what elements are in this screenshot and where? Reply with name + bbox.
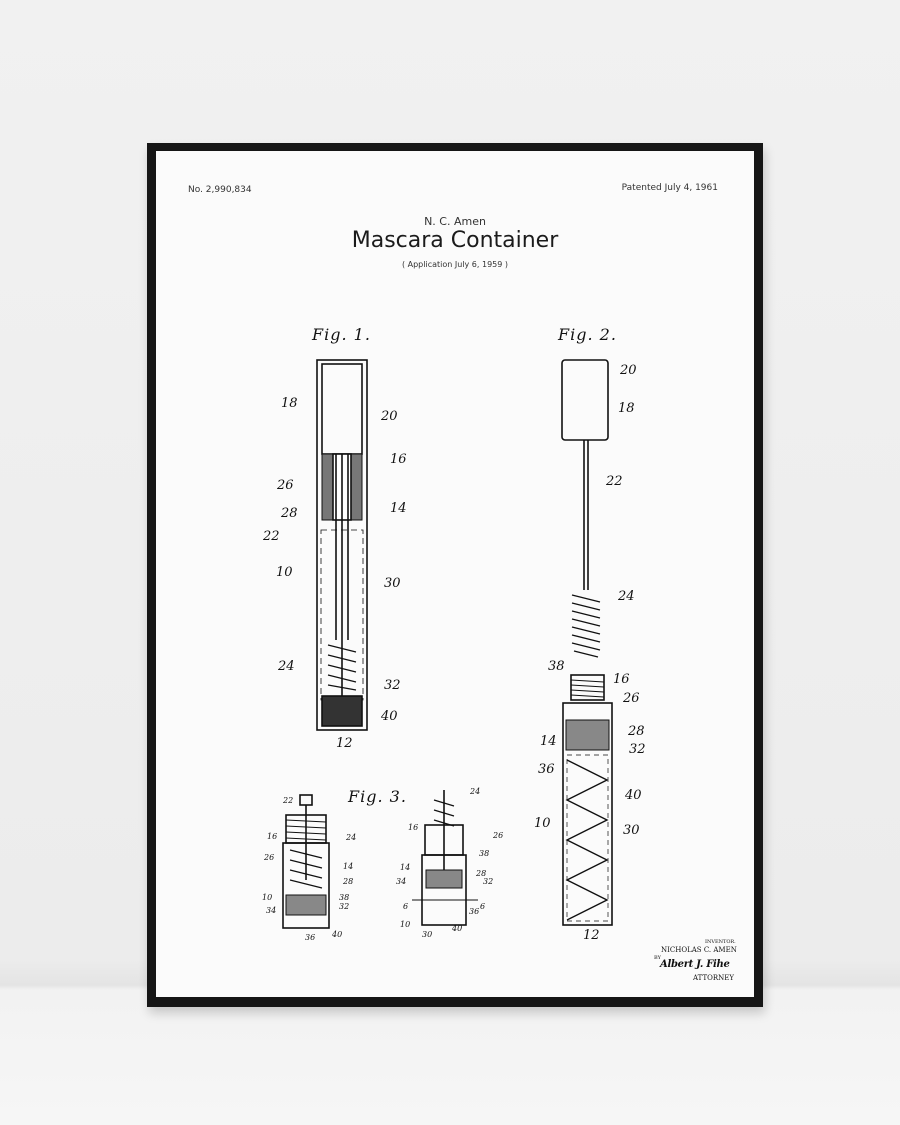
ref-label: 38 <box>479 849 490 858</box>
fig2-title: Fig. 2. <box>558 325 617 344</box>
poster-title: Mascara Container <box>351 228 559 253</box>
ref-label: 38 <box>339 893 350 902</box>
patent-number: No. 2,990,834 <box>188 185 252 195</box>
application-date: ( Application July 6, 1959 ) <box>401 260 509 269</box>
ref-label: 32 <box>483 877 494 886</box>
fig3-title: Fig. 3. <box>348 787 407 806</box>
ref-label: 24 <box>278 659 295 674</box>
ref-label: 30 <box>384 576 401 591</box>
ref-label: 30 <box>422 930 433 939</box>
attorney-signature: Albert J. Fihe <box>660 959 730 970</box>
ref-label: 22 <box>263 529 280 544</box>
inventor-name: NICHOLAS C. AMEN <box>661 946 737 954</box>
ref-label: 26 <box>264 853 275 862</box>
ref-label: 16 <box>390 452 407 467</box>
ref-label: 28 <box>343 877 354 886</box>
ref-label: 12 <box>336 736 353 751</box>
ref-label: 40 <box>332 930 343 939</box>
ref-label: 36 <box>538 762 555 777</box>
ref-label: 28 <box>281 506 298 521</box>
ref-label: 34 <box>396 877 407 886</box>
ref-label: 40 <box>452 924 463 933</box>
ref-label: 32 <box>384 678 401 693</box>
ref-label: 14 <box>540 734 557 749</box>
ref-label: 40 <box>625 788 642 803</box>
ref-label: 24 <box>346 833 357 842</box>
ref-label: 38 <box>548 659 565 674</box>
author: N. C. Amen <box>424 215 486 228</box>
ref-label: 36 <box>305 933 316 942</box>
ref-label: 26 <box>623 691 640 706</box>
patent-date: Patented July 4, 1961 <box>621 183 718 193</box>
ref-label: 18 <box>618 401 635 416</box>
ref-label: 6 <box>480 902 486 911</box>
fig2-drawing <box>561 359 613 926</box>
ref-label: 24 <box>470 787 481 796</box>
ref-label: 20 <box>381 409 398 424</box>
ref-label: 30 <box>623 823 640 838</box>
fig3-right-drawing <box>412 790 478 926</box>
ref-label: 18 <box>281 396 298 411</box>
ref-label: 14 <box>390 501 407 516</box>
ref-label: 36 <box>469 907 480 916</box>
ref-label: 10 <box>276 565 293 580</box>
ref-label: 28 <box>628 724 645 739</box>
ref-label: 32 <box>629 742 646 757</box>
ref-label: 10 <box>400 920 411 929</box>
fig1-title: Fig. 1. <box>312 325 371 344</box>
ref-label: 24 <box>618 589 635 604</box>
ref-label: 32 <box>339 902 350 911</box>
ref-label: 16 <box>408 823 419 832</box>
inventor-label: INVENTOR. <box>705 939 736 945</box>
ref-label: 26 <box>493 831 504 840</box>
ref-label: 14 <box>343 862 354 871</box>
ref-label: 34 <box>266 906 277 915</box>
ref-label: 14 <box>400 863 411 872</box>
ref-label: 10 <box>262 893 273 902</box>
ref-label: 20 <box>620 363 637 378</box>
ref-label: 10 <box>534 816 551 831</box>
ref-label: 12 <box>583 928 600 943</box>
ref-label: 22 <box>606 474 623 489</box>
ref-label: 16 <box>267 832 278 841</box>
attorney-label: ATTORNEY <box>693 974 735 982</box>
fig3-left-drawing <box>282 794 330 929</box>
ref-label: 16 <box>613 672 630 687</box>
patent-poster: No. 2,990,834 Patented July 4, 1961 N. C… <box>156 151 754 997</box>
ref-label: 28 <box>476 869 487 878</box>
fig1-drawing <box>316 359 368 731</box>
ref-label: 40 <box>381 709 398 724</box>
ref-label: 22 <box>283 796 294 805</box>
by-label: BY <box>654 955 661 961</box>
ref-label: 6 <box>403 902 409 911</box>
ref-label: 26 <box>277 478 294 493</box>
